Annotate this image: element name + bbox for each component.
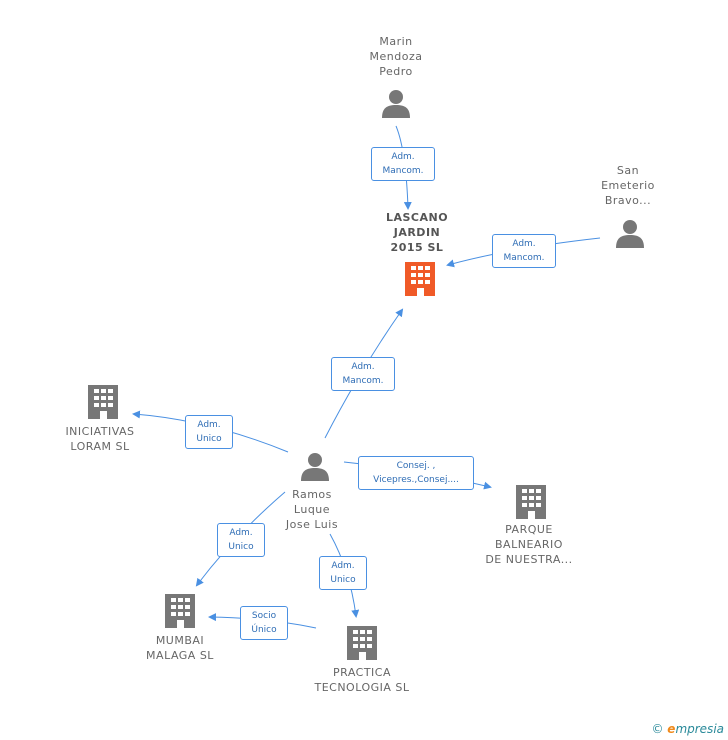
building-icon: [516, 485, 546, 519]
node-label-ramos-luque[interactable]: Ramos Luque Jose Luis: [285, 488, 339, 531]
copyright-symbol: ©: [651, 722, 664, 736]
person-icon: [382, 90, 410, 118]
person-icon: [616, 220, 644, 248]
edge-label-practica-mumbai: Socio Único: [240, 606, 288, 640]
edge-label-ramos-mumbai: Adm. Unico: [217, 523, 265, 557]
empresia-watermark: © empresia: [651, 722, 724, 736]
node-label-iniciativas-loram[interactable]: INICIATIVAS LORAM SL: [65, 425, 135, 453]
building-icon: [165, 594, 195, 628]
building-icon-main: [405, 262, 435, 296]
node-label-practica-tecnologia[interactable]: PRACTICA TECNOLOGIA SL: [314, 666, 410, 694]
edge-label-ramos-practica: Adm. Unico: [319, 556, 367, 590]
building-icon: [88, 385, 118, 419]
node-label-lascano-jardin[interactable]: LASCANO JARDIN 2015 SL: [385, 211, 449, 254]
node-label-san-emeterio-bravo[interactable]: San Emeterio Bravo...: [601, 164, 655, 207]
node-label-mumbai-malaga[interactable]: MUMBAI MALAGA SL: [146, 634, 214, 662]
empresia-logo-initial: e: [667, 722, 676, 736]
edge-label-marin-lascano: Adm. Mancom.: [371, 147, 435, 181]
edge-label-ramos-iniciativas: Adm. Unico: [185, 415, 233, 449]
person-icon: [301, 453, 329, 481]
edge-label-san-lascano: Adm. Mancom.: [492, 234, 556, 268]
edge-label-ramos-parque: Consej. , Vicepres.,Consej....: [358, 456, 474, 490]
node-label-marin-mendoza-pedro[interactable]: Marin Mendoza Pedro: [369, 35, 423, 78]
building-icon: [347, 626, 377, 660]
node-label-parque-balneario[interactable]: PARQUE BALNEARIO DE NUESTRA...: [485, 523, 573, 566]
empresia-logo-text: mpresia: [675, 722, 724, 736]
edge-label-ramos-lascano: Adm. Mancom.: [331, 357, 395, 391]
